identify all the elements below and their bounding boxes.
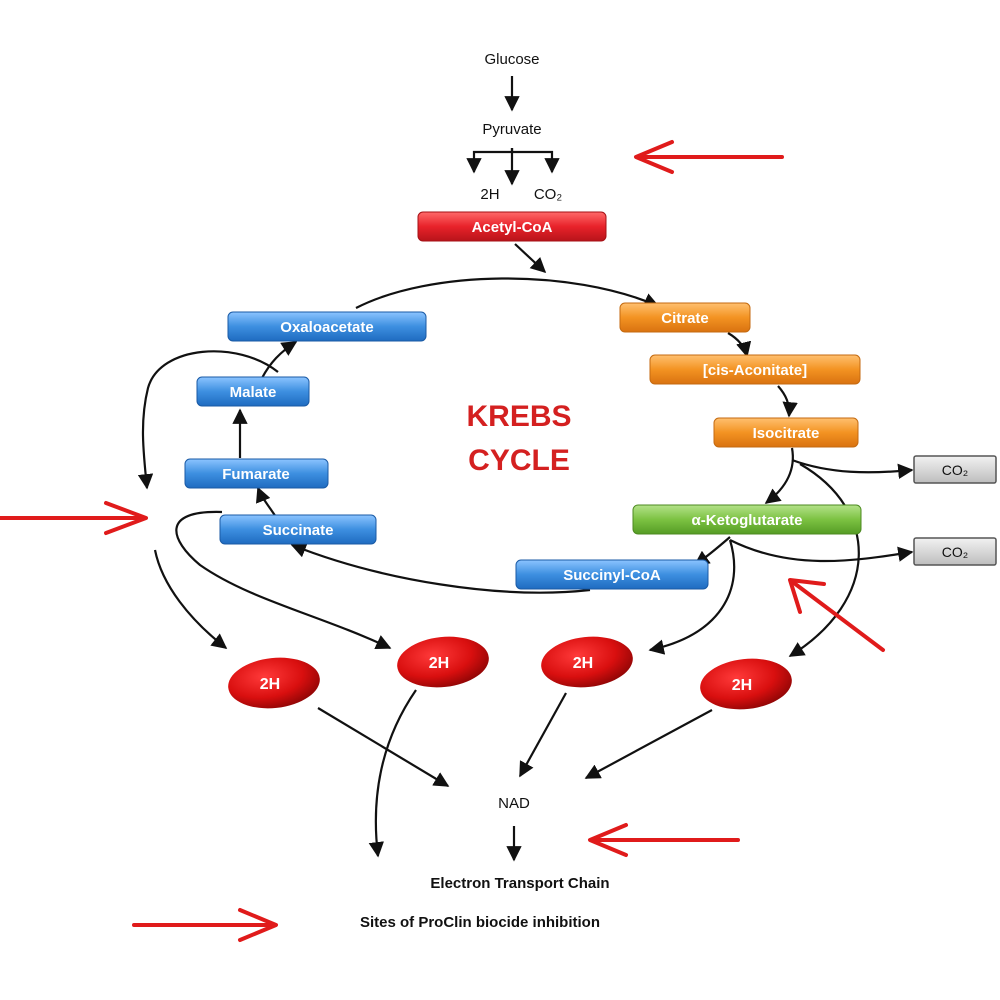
alpha-ketoglutarate-box: α-Ketoglutarate bbox=[632, 504, 862, 535]
co2-box-top-label: CO₂ bbox=[942, 462, 968, 478]
co2-box-bottom: CO₂ bbox=[913, 537, 997, 566]
oxaloacetate-label: Oxaloacetate bbox=[280, 319, 373, 336]
inhibition-arrow-ketoglutarate bbox=[788, 578, 885, 652]
legend-red-arrow bbox=[132, 908, 278, 942]
citrate-box: Citrate bbox=[619, 302, 751, 333]
malate-label: Malate bbox=[230, 384, 277, 401]
h2-to-etc-arrow bbox=[368, 689, 417, 858]
ketoglutarate-to-co2-arrow bbox=[729, 539, 914, 563]
isocitrate-to-2h-arrow bbox=[788, 463, 860, 657]
isocitrate-to-ketoglutarate-arrow bbox=[764, 447, 794, 504]
h3-to-nad-arrow bbox=[519, 692, 567, 778]
inhibition-arrow-pyruvate bbox=[634, 140, 784, 174]
fumarate-label: Fumarate bbox=[222, 466, 290, 483]
citrate-to-aconitate-arrow bbox=[727, 332, 752, 358]
hydrogen-ellipse-4: 2H bbox=[700, 658, 792, 710]
citrate-label: Citrate bbox=[661, 310, 709, 327]
oxaloacetate-box: Oxaloacetate bbox=[227, 311, 427, 342]
oxaloacetate-to-citrate-arrow bbox=[355, 277, 660, 309]
co2-box-top: CO₂ bbox=[913, 455, 997, 484]
malate-box: Malate bbox=[196, 376, 310, 407]
nad-label: NAD bbox=[498, 795, 530, 812]
co2-box-bottom-label: CO₂ bbox=[942, 544, 968, 560]
pyruvate-split-left-arrow bbox=[466, 148, 514, 174]
inhibition-arrow-left bbox=[0, 501, 148, 535]
krebs-title-line1: KREBS bbox=[466, 400, 571, 433]
h1-to-nad-arrow bbox=[317, 707, 450, 787]
pyruvate-split-right-arrow bbox=[512, 150, 560, 174]
acetyl-coa-label: Acetyl-CoA bbox=[472, 219, 553, 236]
hydrogen-ellipse-3-label: 2H bbox=[573, 655, 593, 672]
cis-aconitate-label: [cis-Aconitate] bbox=[703, 362, 807, 379]
hydrogen-ellipse-3: 2H bbox=[541, 636, 633, 688]
malate-to-2h-arrow bbox=[137, 350, 279, 490]
fumarate-box: Fumarate bbox=[184, 458, 329, 489]
h4-to-nad-arrow bbox=[584, 709, 713, 779]
succinyl-coa-label: Succinyl-CoA bbox=[563, 567, 661, 584]
malate-to-oxaloacetate-arrow bbox=[261, 341, 298, 379]
isocitrate-to-co2-arrow bbox=[791, 458, 914, 479]
left-branch-to-2h-arrow bbox=[153, 549, 228, 649]
alpha-ketoglutarate-label: α-Ketoglutarate bbox=[692, 512, 803, 529]
acetyl-to-cycle-arrow bbox=[514, 243, 547, 274]
hydrogen-ellipse-2-label: 2H bbox=[429, 655, 449, 672]
pyruvate-co2-label: CO₂ bbox=[534, 186, 563, 203]
pyruvate-2h-label: 2H bbox=[480, 186, 499, 203]
succinate-to-fumarate-arrow bbox=[256, 486, 277, 518]
succinyl-coa-box: Succinyl-CoA bbox=[515, 559, 709, 590]
acetyl-coa-box: Acetyl-CoA bbox=[417, 211, 607, 242]
krebs-title-line2: CYCLE bbox=[468, 444, 570, 477]
succinate-loop-to-2h-arrow bbox=[175, 510, 392, 650]
pyruvate-label: Pyruvate bbox=[482, 121, 541, 138]
isocitrate-box: Isocitrate bbox=[713, 417, 859, 448]
legend-label: Sites of ProClin biocide inhibition bbox=[360, 914, 600, 931]
hydrogen-ellipse-1: 2H bbox=[228, 657, 320, 709]
hydrogen-ellipse-2: 2H bbox=[397, 636, 489, 688]
hydrogen-ellipse-4-label: 2H bbox=[732, 677, 752, 694]
hydrogen-ellipse-1-label: 2H bbox=[260, 676, 280, 693]
inhibition-arrow-nad bbox=[588, 823, 740, 857]
ketoglutarate-to-2h-arrow bbox=[648, 539, 736, 655]
isocitrate-label: Isocitrate bbox=[753, 425, 820, 442]
cis-aconitate-box: [cis-Aconitate] bbox=[649, 354, 861, 385]
aconitate-to-isocitrate-arrow bbox=[777, 385, 798, 418]
glucose-label: Glucose bbox=[484, 51, 539, 68]
succinylcoa-to-succinate-arrow bbox=[290, 542, 591, 594]
etc-label: Electron Transport Chain bbox=[430, 875, 609, 892]
succinate-box: Succinate bbox=[219, 514, 377, 545]
succinate-label: Succinate bbox=[263, 522, 334, 539]
